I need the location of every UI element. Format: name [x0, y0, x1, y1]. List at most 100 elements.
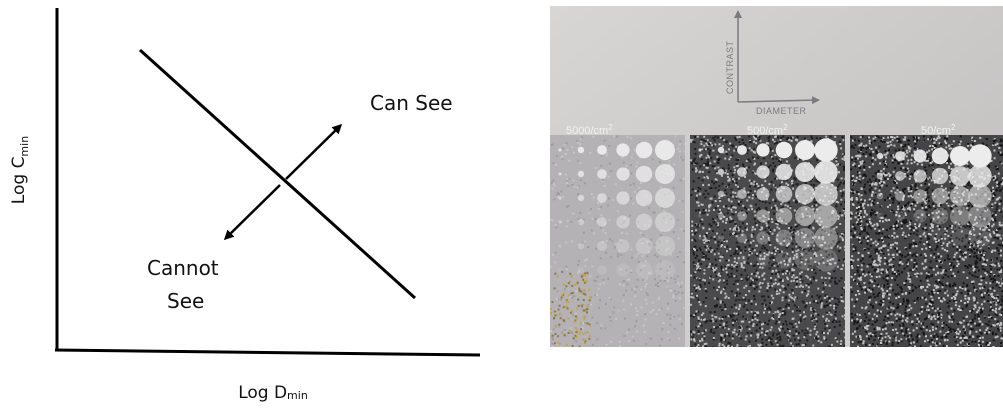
noise-speck — [908, 202, 910, 204]
noise-speck — [870, 227, 872, 229]
noise-speck — [732, 191, 734, 193]
noise-speck — [887, 280, 889, 282]
noise-speck — [930, 335, 932, 337]
noise-speck — [748, 209, 750, 211]
noise-speck — [930, 162, 932, 164]
noise-speck — [600, 257, 602, 259]
noise-speck — [956, 336, 958, 338]
noise-speck — [796, 344, 798, 346]
noise-speck — [654, 254, 656, 256]
noise-speck — [701, 139, 703, 141]
noise-speck — [861, 200, 863, 202]
y-axis-label-main: Log C — [9, 157, 29, 205]
noise-speck — [953, 258, 955, 260]
noise-speck — [698, 301, 700, 303]
noise-speck — [816, 320, 818, 322]
noise-speck — [998, 265, 1000, 267]
noise-speck — [753, 183, 755, 185]
noise-speck — [728, 167, 730, 169]
noise-speck — [703, 176, 705, 178]
noise-speck — [875, 241, 877, 243]
noise-speck — [709, 162, 711, 164]
noise-speck — [734, 261, 736, 263]
noise-speck — [891, 210, 893, 212]
noise-speck — [772, 169, 774, 171]
noise-speck — [795, 224, 797, 226]
noise-speck — [995, 220, 997, 222]
noise-speck — [723, 339, 725, 341]
noise-speck — [911, 154, 913, 156]
phantom-disc — [636, 262, 653, 279]
noise-speck — [734, 304, 736, 306]
noise-speck — [571, 297, 573, 299]
noise-speck — [921, 297, 923, 299]
noise-speck — [555, 224, 557, 226]
noise-speck — [869, 218, 871, 220]
noise-speck — [979, 287, 981, 289]
noise-speck — [729, 221, 731, 223]
noise-speck — [925, 335, 927, 337]
noise-speck — [746, 229, 748, 231]
noise-speck — [735, 139, 737, 141]
noise-speck — [609, 297, 611, 299]
noise-speck — [730, 194, 732, 196]
noise-speck — [623, 162, 625, 164]
noise-speck — [940, 255, 942, 257]
noise-speck — [707, 214, 709, 216]
noise-speck — [746, 152, 748, 154]
noise-speck — [553, 329, 555, 331]
noise-speck — [564, 334, 566, 336]
noise-speck — [668, 339, 670, 341]
noise-speck — [952, 328, 954, 330]
noise-speck — [724, 229, 726, 231]
noise-speck — [994, 237, 996, 239]
noise-speck — [974, 252, 976, 254]
noise-speck — [871, 275, 873, 277]
noise-speck — [851, 320, 853, 322]
noise-speck — [857, 259, 859, 261]
noise-speck — [984, 269, 986, 271]
noise-speck — [913, 242, 915, 244]
noise-speck — [657, 282, 659, 284]
noise-speck — [755, 303, 757, 305]
noise-speck — [908, 143, 910, 145]
noise-speck — [932, 302, 934, 304]
noise-speck — [994, 218, 996, 220]
noise-speck — [757, 315, 759, 317]
noise-speck — [860, 181, 862, 183]
noise-speck — [742, 164, 744, 166]
noise-speck — [981, 311, 983, 313]
noise-speck — [870, 214, 872, 216]
noise-speck — [735, 250, 737, 252]
noise-speck — [588, 338, 590, 340]
noise-speck — [793, 177, 795, 179]
noise-speck — [702, 258, 704, 260]
noise-speck — [762, 245, 764, 247]
noise-speck — [809, 302, 811, 304]
noise-speck — [994, 202, 996, 204]
noise-speck — [584, 322, 586, 324]
noise-speck — [770, 164, 772, 166]
noise-speck — [767, 285, 769, 287]
noise-speck — [775, 273, 777, 275]
noise-speck — [897, 313, 899, 315]
noise-speck — [902, 315, 904, 317]
noise-speck — [963, 318, 965, 320]
noise-speck — [667, 307, 669, 309]
noise-speck — [965, 256, 967, 258]
noise-speck — [741, 278, 743, 280]
noise-speck — [716, 233, 718, 235]
noise-speck — [752, 279, 754, 281]
noise-speck — [593, 232, 595, 234]
noise-speck — [994, 211, 996, 213]
noise-speck — [710, 251, 712, 253]
noise-speck — [711, 187, 713, 189]
noise-speck — [626, 136, 628, 138]
noise-speck — [890, 259, 892, 261]
noise-speck — [696, 295, 698, 297]
noise-speck — [912, 289, 914, 291]
noise-speck — [693, 253, 695, 255]
noise-speck — [882, 342, 884, 344]
noise-speck — [857, 346, 859, 348]
noise-speck — [947, 257, 949, 259]
